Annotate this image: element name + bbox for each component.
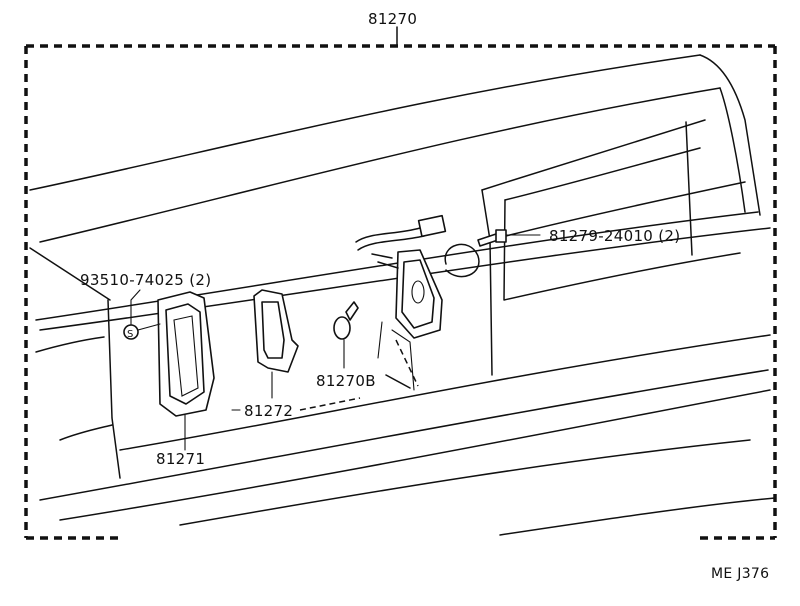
leader-lines xyxy=(231,397,361,411)
bulb-callout-label: 81270B xyxy=(316,372,376,390)
clip-symbol: S xyxy=(123,289,161,340)
gasket-callout-label: 81272 xyxy=(244,402,293,420)
lamp-assembly xyxy=(355,214,480,391)
bulb-part xyxy=(333,301,359,369)
assembly-number-label: 81270 xyxy=(368,10,417,28)
svg-text:S: S xyxy=(127,329,134,340)
screw-part xyxy=(477,229,541,247)
vehicle-rear-body xyxy=(29,54,776,536)
gasket-part xyxy=(253,289,299,399)
lens-callout-label: 81271 xyxy=(156,450,205,468)
diagram-code-label: ME J376 xyxy=(711,566,769,582)
screw-callout-label: 81279-24010 (2) xyxy=(549,227,680,245)
clip-callout-label: 93510-74025 (2) xyxy=(80,271,211,289)
assembly-frame xyxy=(24,26,777,540)
lens-part xyxy=(157,291,215,451)
